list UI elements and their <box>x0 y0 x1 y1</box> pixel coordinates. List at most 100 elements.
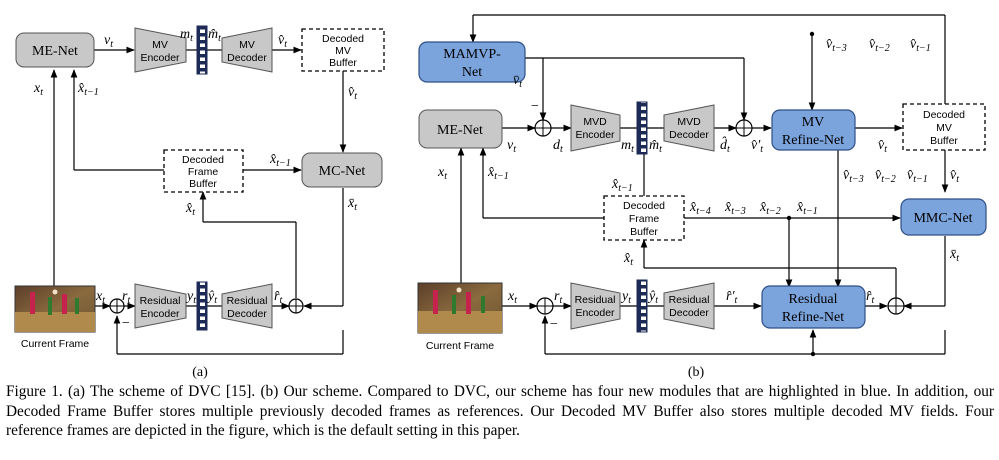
quantizer-b-residual <box>636 279 648 333</box>
mmc-net-b <box>900 198 987 236</box>
label-b-d-hat: d̂t <box>720 136 730 155</box>
mv-decoder-a <box>221 27 273 73</box>
residual-decoder-b <box>663 282 715 330</box>
mvd-encoder-b-label-1: MVD <box>583 116 607 128</box>
residual-decoder-a-label-1: Residual <box>227 295 268 307</box>
junction-dot-2 <box>786 215 792 221</box>
me-net-b <box>418 109 503 149</box>
label-b-v-hat-t2-top: v̂t−2 <box>869 37 890 54</box>
mv-encoder-a-label-1: MV <box>152 39 168 51</box>
panel-a-sublabel: (a) <box>192 365 208 380</box>
residual-encoder-a-label-2: Encoder <box>140 308 180 320</box>
residual-refine-net-b <box>761 285 866 329</box>
mvd-encoder-b-label-2: Encoder <box>575 129 615 141</box>
decoded-mv-buffer-a <box>301 28 385 72</box>
label-b-x-hat-t1: x̂t−1 <box>796 200 818 217</box>
decoded-mv-buffer-b-label-2: MV <box>936 122 952 134</box>
mmc-net-b-label: MMC-Net <box>913 211 972 226</box>
decoded-frame-buffer-a-label-3: Buffer <box>189 178 217 190</box>
label-a-v-hat-2: v̂t <box>348 85 357 102</box>
mc-net-a <box>301 152 383 188</box>
decoded-frame-buffer-b-label-3: Buffer <box>630 226 658 238</box>
mvd-encoder-b <box>570 104 621 152</box>
label-a-x: xt <box>33 81 43 98</box>
label-a-x-hat-prev: x̂t−1 <box>77 81 99 98</box>
label-a-r: rt <box>122 289 130 306</box>
mv-encoder-a <box>134 27 187 73</box>
junction-dot-3 <box>810 351 816 357</box>
decoded-frame-buffer-a-label-1: Decoded <box>182 154 224 166</box>
quantizer-a-mv <box>196 25 208 75</box>
decoded-frame-buffer-a <box>163 149 244 193</box>
label-b-x-hat-t3: x̂t−3 <box>724 200 746 217</box>
label-b-x-hat-t4: x̂t−4 <box>689 200 711 217</box>
label-b-x: xt <box>437 165 447 182</box>
label-b-m-hat: m̂t <box>649 138 662 155</box>
residual-refine-net-b-label-2: Refine-Net <box>782 310 844 325</box>
label-a-y-hat: ŷt <box>206 289 217 306</box>
label-b-x-bar: x̄t <box>949 247 959 264</box>
residual-refine-net-b-label-1: Residual <box>789 292 838 307</box>
label-b-y-hat: ŷt <box>647 289 658 306</box>
label-a-x-hat-prev-2: x̂t−1 <box>269 152 291 169</box>
mvd-decoder-b <box>663 104 715 152</box>
panel-b-connections <box>457 14 949 355</box>
label-a-v: vt <box>104 33 113 50</box>
decoded-frame-buffer-a-label-2: Frame <box>188 166 218 178</box>
label-b-v-hat-t1-top: v̂t−1 <box>910 37 931 54</box>
label-b-y: yt <box>620 289 631 306</box>
label-a-x-bar: x̄t <box>347 196 357 213</box>
mamvp-net-b-label-1: MAMVP- <box>443 47 501 62</box>
label-b-minus-top: − <box>530 99 539 114</box>
label-b-v-hat-t1-mid: v̂t−1 <box>907 168 928 185</box>
mv-refine-net-b-label-1: MV <box>802 115 825 130</box>
label-b-v-hat-prime: v̂′t <box>751 138 763 155</box>
figure-caption: Figure 1. (a) The scheme of DVC [15]. (b… <box>6 383 994 439</box>
residual-decoder-a <box>221 283 273 329</box>
label-a-y: yt <box>185 289 196 306</box>
label-a-x-hat: x̂t <box>185 201 195 218</box>
mv-encoder-a-label-2: Encoder <box>140 52 180 64</box>
decoded-mv-buffer-a-label-1: Decoded <box>322 33 364 45</box>
quantizer-b-mv <box>636 101 648 155</box>
residual-decoder-b-label-1: Residual <box>669 294 710 306</box>
label-b-v-hat-t-mid: v̂t <box>950 168 959 185</box>
mvd-decoder-b-label-1: MVD <box>677 116 701 128</box>
label-a-m-hat: m̂t <box>208 27 221 44</box>
current-frame-image-b <box>417 282 503 334</box>
label-b-x-hat-t1-left: x̂t−1 <box>487 165 509 182</box>
residual-encoder-a <box>134 283 187 329</box>
label-b-x-hat: x̂t <box>623 251 633 268</box>
decoded-mv-buffer-a-label-3: Buffer <box>329 57 357 69</box>
panel-a: ME-Net MV Encoder MV Decoder Decoded MV … <box>14 25 385 380</box>
label-b-r: rt <box>554 289 562 306</box>
decoded-frame-buffer-b-label-2: Frame <box>629 213 659 225</box>
label-a-v-hat-1: v̂t <box>278 33 287 50</box>
label-b-v: vt <box>507 138 516 155</box>
current-frame-caption-b: Current Frame <box>426 340 494 352</box>
label-b-x-hat-t2: x̂t−2 <box>759 200 781 217</box>
label-b-v-hat-t3-top: v̂t−3 <box>826 37 847 54</box>
mamvp-net-b <box>418 41 526 83</box>
residual-encoder-b-label-1: Residual <box>575 294 616 306</box>
decoded-mv-buffer-b-label-3: Buffer <box>930 135 958 147</box>
decoded-mv-buffer-a-label-2: MV <box>335 45 351 57</box>
figure-diagram: ME-Net MV Encoder MV Decoder Decoded MV … <box>14 14 987 380</box>
label-b-m: mt <box>621 138 634 155</box>
label-a-r-hat: r̂t <box>274 289 282 306</box>
label-b-x-hat-t1-buf: x̂t−1 <box>611 177 633 194</box>
mc-net-a-label: MC-Net <box>319 164 366 179</box>
panel-b-sublabel: (b) <box>688 365 705 380</box>
me-net-a-label: ME-Net <box>32 44 78 59</box>
residual-decoder-b-label-2: Decoder <box>669 307 709 319</box>
mamvp-net-b-label-2: Net <box>462 65 482 80</box>
decoded-mv-buffer-b <box>902 103 986 151</box>
residual-decoder-a-label-2: Decoder <box>227 308 267 320</box>
label-a-x-current: xt <box>95 289 105 306</box>
panel-b: MAMVP- Net ME-Net MVD Encoder MVD Decode… <box>417 14 987 380</box>
label-b-v-hat-t3-mid: v̂t−3 <box>843 168 864 185</box>
label-b-v-bar: v̄t <box>513 73 522 90</box>
current-frame-caption-a: Current Frame <box>21 338 89 350</box>
label-b-minus-bottom: − <box>549 317 558 332</box>
mv-decoder-a-label-1: MV <box>239 39 255 51</box>
